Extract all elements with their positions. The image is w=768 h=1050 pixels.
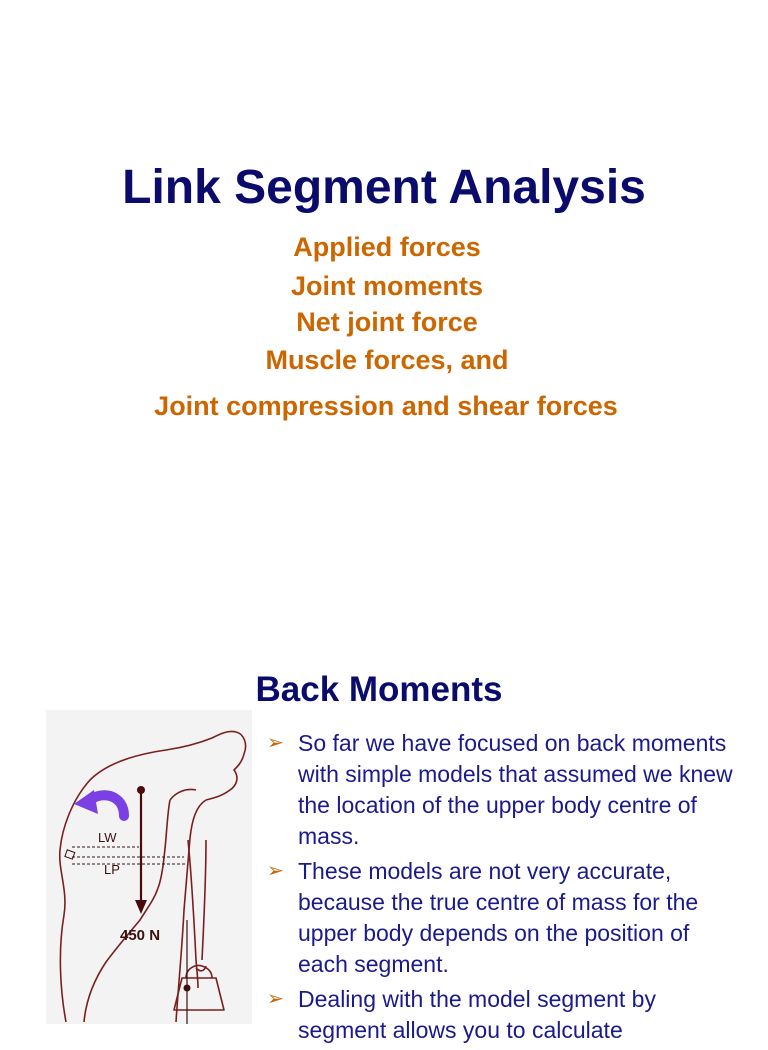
bullet-list: ➢ So far we have focused on back moments… [264,728,734,1050]
topic-muscle-forces: Muscle forces, and [265,345,509,375]
arrow-bullet-icon: ➢ [267,732,284,754]
label-force: 450 N [120,927,160,944]
slide-back-moments: Back Moments [0,640,768,1043]
bullet-text: So far we have focused on back moments w… [298,730,733,849]
bent-over-posture-figure: LW LP 450 N [46,710,252,1024]
bullet-item: ➢ These models are not very accurate, be… [264,856,734,980]
hand-load-point [183,984,191,992]
arrow-bullet-icon: ➢ [267,860,284,882]
back-moment-diagram: LW LP 450 N [58,730,247,1024]
label-lw: LW [98,830,117,845]
topic-compression-shear: Joint compression and shear forces [154,391,618,421]
slide-title: Link Segment Analysis [122,161,646,214]
joint-marker [64,849,76,860]
arrow-bullet-icon: ➢ [267,988,284,1010]
bullet-item: ➢ Dealing with the model segment by segm… [264,984,734,1046]
body-outline [58,730,247,1023]
label-lp: LP [104,862,120,877]
distance-arrows [72,846,186,865]
bullet-text: These models are not very accurate, beca… [298,858,699,977]
bullet-item: ➢ So far we have focused on back moments… [264,728,734,852]
centre-of-mass-point [137,786,145,794]
topic-net-joint-force: Net joint force [296,307,478,337]
slide-link-segment-analysis: Link Segment Analysis Applied forces Joi… [122,161,646,421]
slide-title: Back Moments [255,670,503,709]
weight-arrow-head [135,900,147,914]
moment-arrow-icon [74,790,129,821]
topic-applied-forces: Applied forces [293,232,481,262]
bullet-text: Dealing with the model segment by segmen… [298,986,656,1043]
topic-joint-moments: Joint moments [290,271,484,301]
